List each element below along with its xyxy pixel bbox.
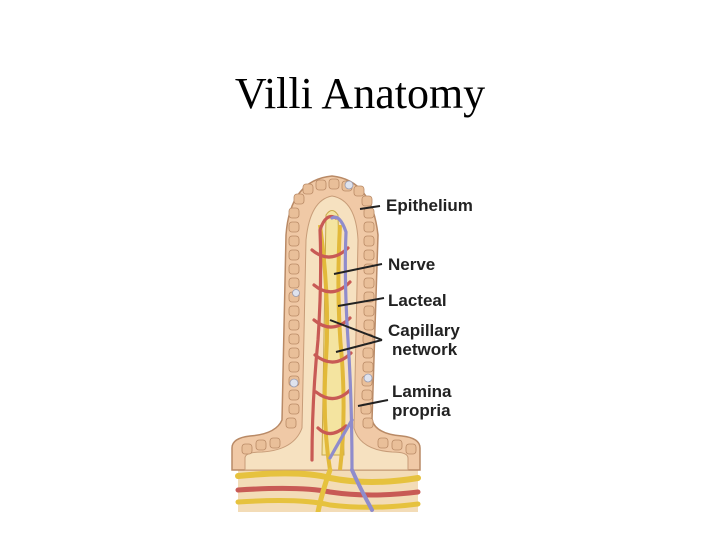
villus-illustration (231, 175, 421, 512)
page-title: Villi Anatomy (234, 69, 486, 118)
label-epithelium: Epithelium (386, 196, 473, 215)
label-lamina-line2: propria (392, 401, 451, 420)
capillary-leader-upper (329, 319, 383, 341)
epithelial-cells-left (241, 207, 300, 455)
epithelial-cells-right (360, 207, 417, 455)
label-lacteal: Lacteal (388, 291, 447, 310)
lacteal-leader (337, 297, 385, 307)
epithelium-leader (359, 205, 381, 210)
capillary-venous (328, 215, 354, 472)
nerve-leader (333, 263, 383, 275)
lamina-propria-leader (357, 399, 389, 407)
label-capillary-line2: network (392, 340, 458, 359)
capillary-leader-lower (335, 339, 383, 353)
label-capillary-line1: Capillary (388, 321, 460, 340)
label-lamina-line1: Lamina (392, 382, 452, 401)
base-vessels (235, 467, 421, 512)
leader-lines (329, 205, 389, 407)
goblet-cells (289, 180, 373, 388)
label-nerve: Nerve (388, 255, 435, 274)
epithelial-cells-top (293, 178, 373, 207)
